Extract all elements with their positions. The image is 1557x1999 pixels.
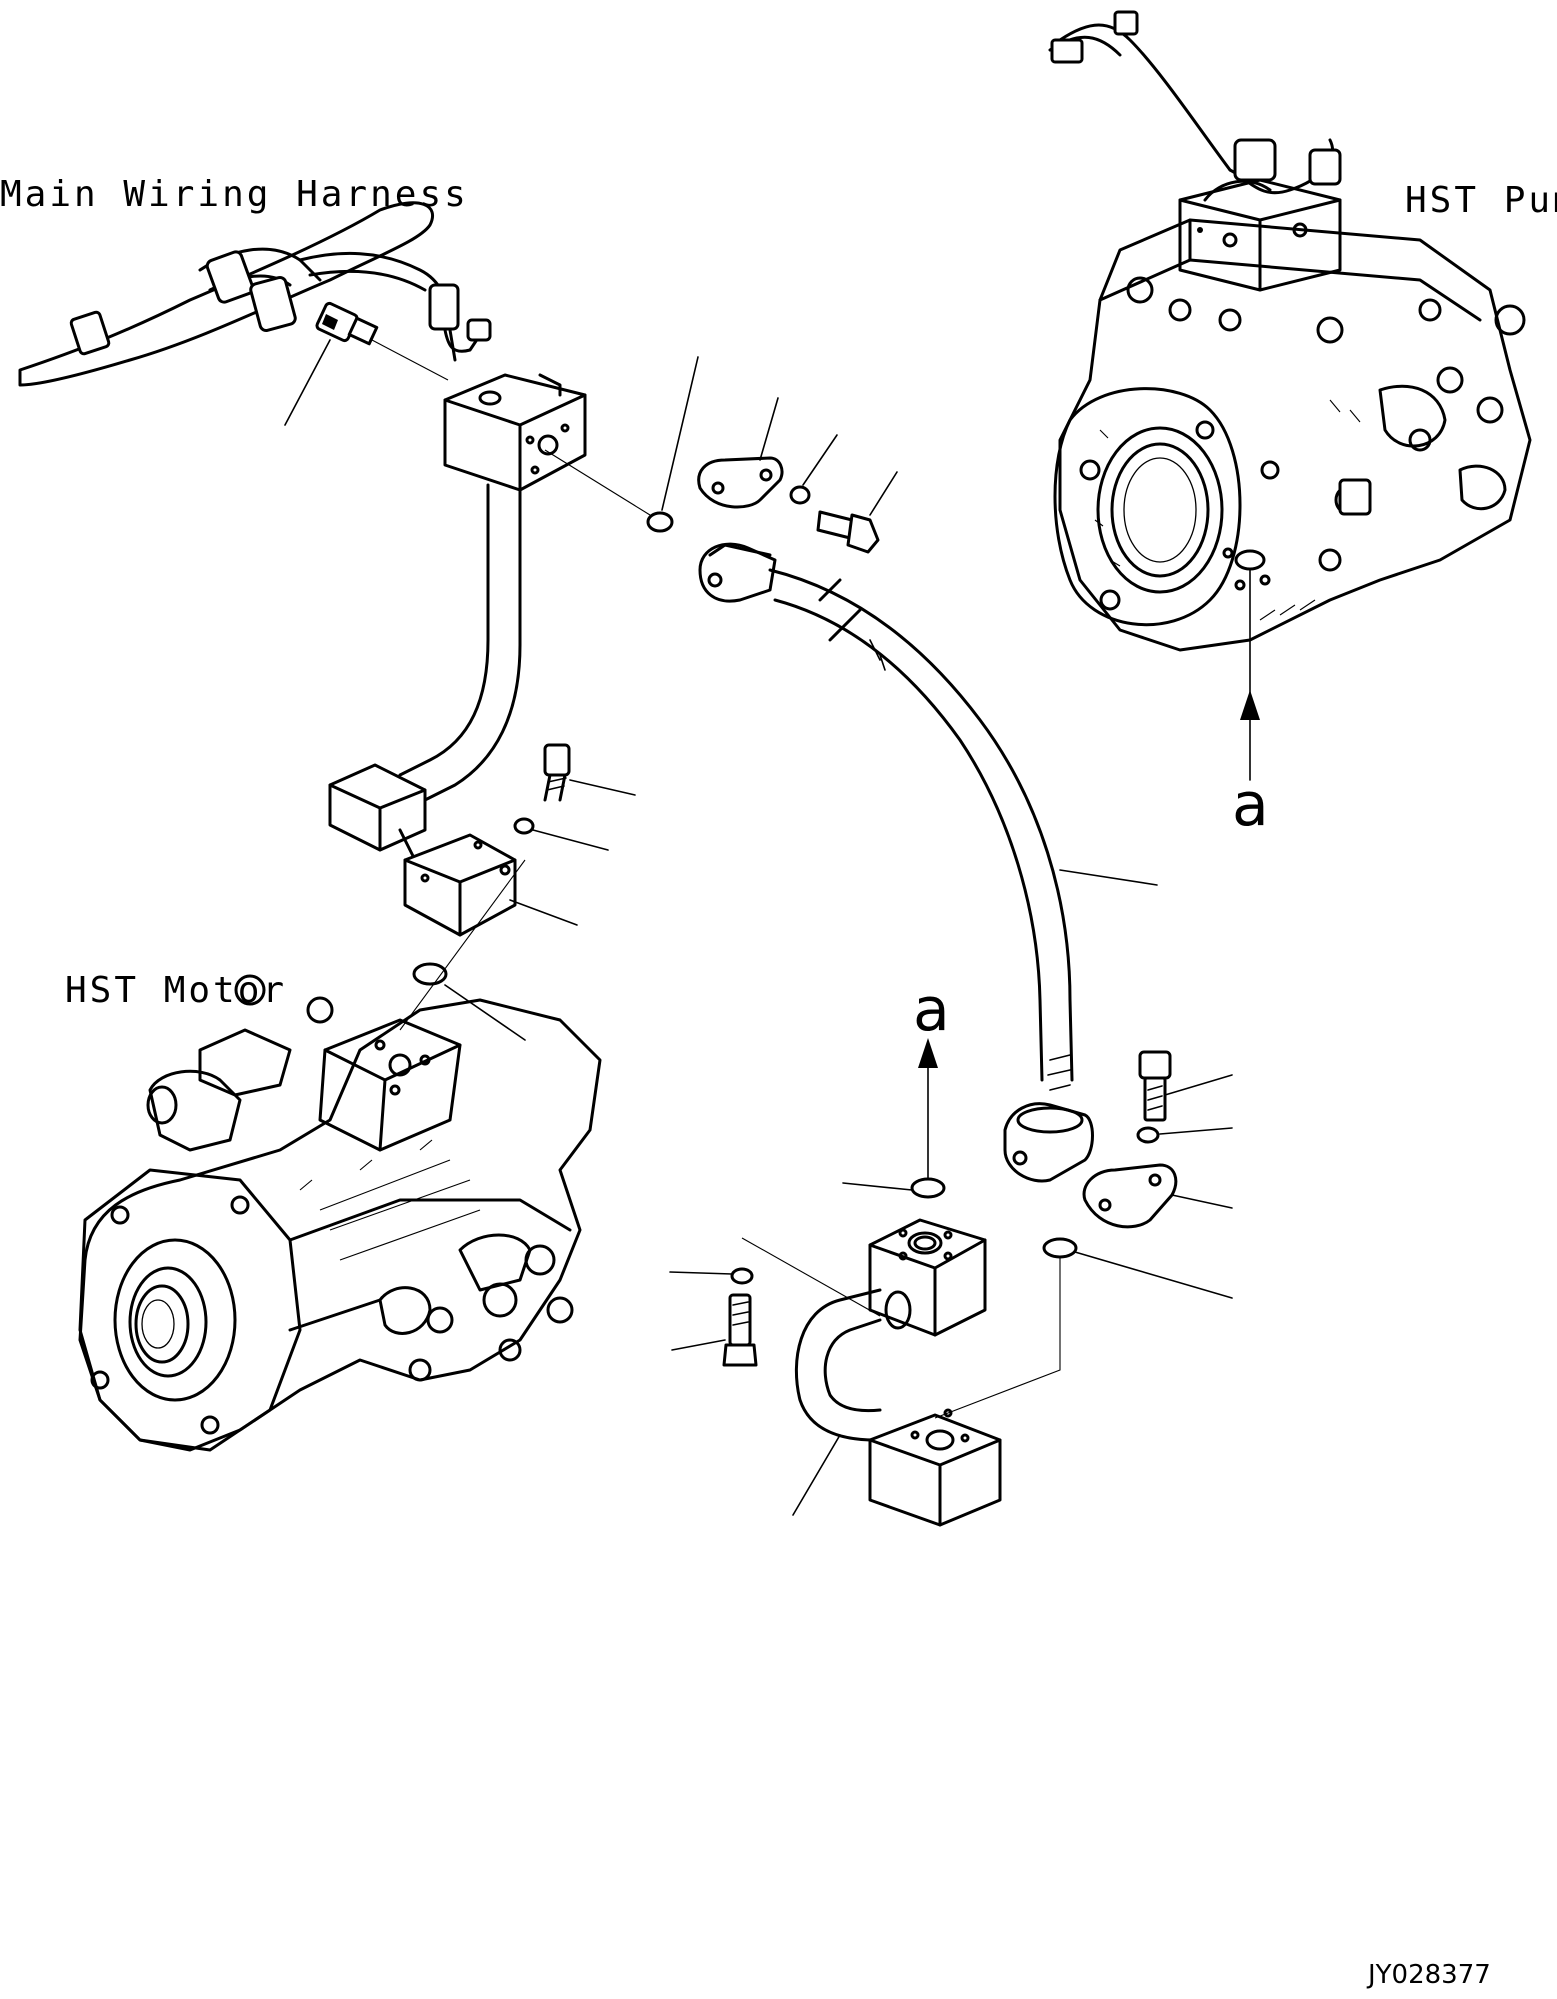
temperature-sensor <box>284 301 449 426</box>
hst-pump-label: HST Pump <box>1405 180 1557 221</box>
callout-a-pump: a <box>1232 770 1269 840</box>
main-wiring-harness <box>18 201 492 387</box>
hst-motor-label: HST Motor <box>65 970 288 1011</box>
hst-motor <box>78 974 602 1452</box>
main-hose <box>698 542 1158 1183</box>
hst-pump <box>1048 10 1532 781</box>
left-tube-assembly <box>328 373 636 1041</box>
callout-a-tube: a <box>913 975 950 1045</box>
upper-hose-connection <box>544 356 898 554</box>
main-wiring-harness-label: Main Wiring Harness <box>0 174 469 215</box>
right-tube-assembly <box>669 1038 1233 1527</box>
drawing-reference: JY028377 <box>1368 1960 1491 1990</box>
